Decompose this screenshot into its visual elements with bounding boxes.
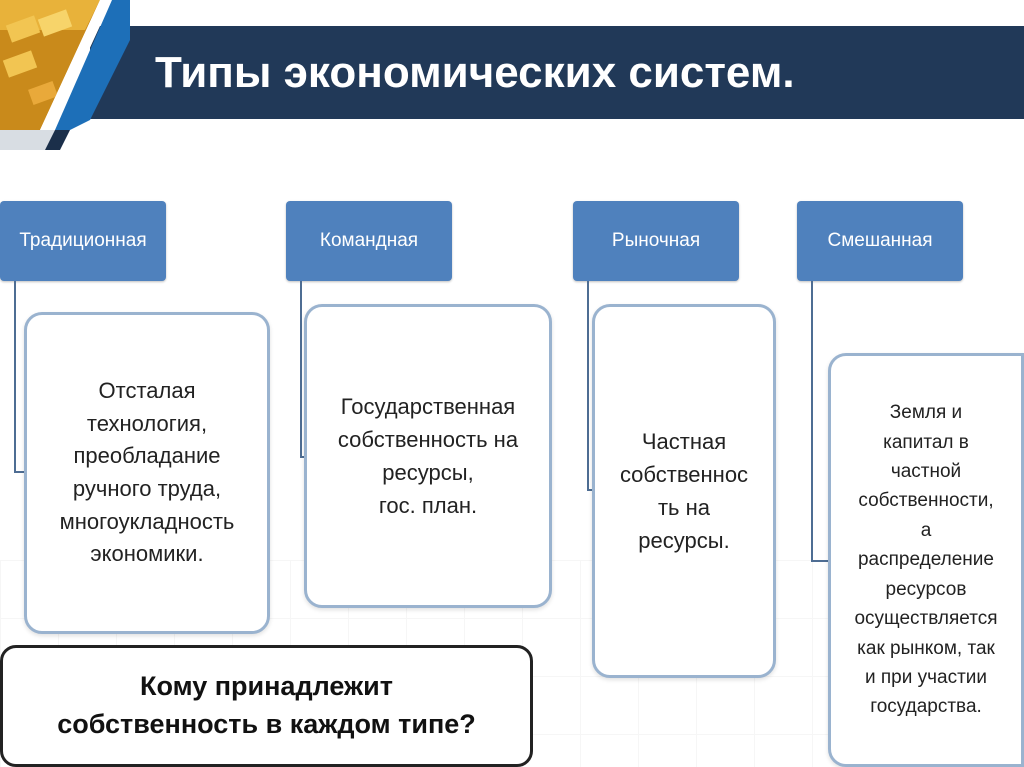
description-text: Отсталая технология, преобладание ручног…: [59, 378, 235, 567]
description-card-traditional: Отсталая технология, преобладание ручног…: [24, 312, 270, 634]
category-traditional: Традиционная: [0, 201, 166, 281]
category-mixed: Смешанная: [797, 201, 963, 281]
page-title: Типы экономических систем.: [155, 48, 795, 97]
category-label: Командная: [319, 230, 419, 251]
gold-bars-logo-image: [0, 0, 130, 150]
description-card-market: Частная собственнос ть на ресурсы.: [592, 304, 776, 678]
description-card-command: Государственная собственность на ресурсы…: [304, 304, 552, 608]
category-command: Командная: [286, 201, 452, 281]
category-market: Рыночная: [573, 201, 739, 281]
category-label: Смешанная: [827, 230, 933, 251]
category-label: Традиционная: [19, 230, 147, 251]
description-text: Земля и капитал в частной собственности,…: [854, 402, 998, 718]
connector-line: [811, 281, 832, 562]
description-card-mixed: Земля и капитал в частной собственности,…: [828, 353, 1024, 767]
question-box: Кому принадлежит собственность в каждом …: [0, 645, 533, 767]
question-text: Кому принадлежит собственность в каждом …: [57, 671, 476, 739]
description-text: Государственная собственность на ресурсы…: [337, 394, 519, 518]
category-label: Рыночная: [611, 230, 701, 251]
connector-line: [14, 281, 28, 473]
description-text: Частная собственнос ть на ресурсы.: [619, 429, 749, 553]
header-bar: [90, 26, 1024, 119]
